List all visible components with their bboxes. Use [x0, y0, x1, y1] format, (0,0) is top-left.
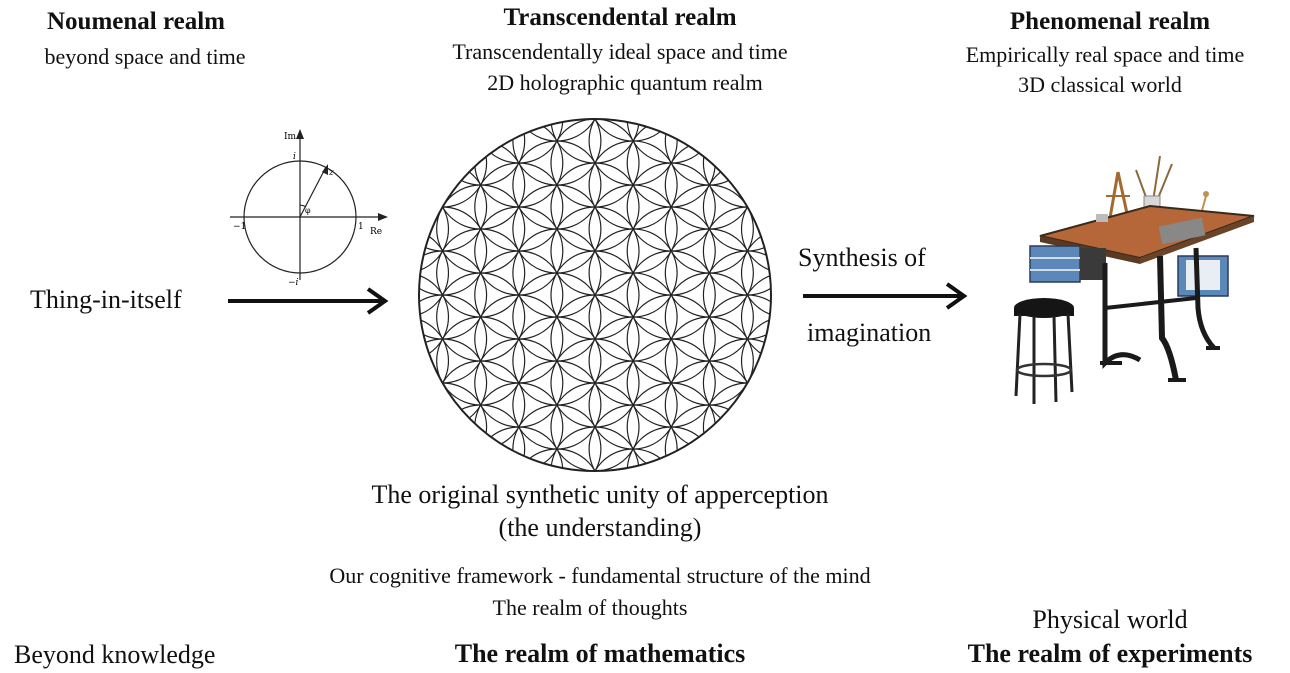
phenomenal-footer-line1: Physical world [1032, 605, 1188, 634]
flower-of-life-diagram [418, 118, 772, 472]
unity-line1: The original synthetic unity of appercep… [371, 480, 829, 509]
flower-circle-90 [740, 360, 771, 450]
flower-circle-85 [740, 140, 771, 230]
z-label: z [328, 168, 334, 178]
synthesis-label-line1: Synthesis of [798, 243, 926, 272]
unit-circle-diagram: Im Re i −i 1 −1 z φ [230, 129, 388, 288]
flower-outer-circle [418, 118, 772, 472]
one-label: 1 [358, 222, 364, 232]
noumenal-subtitle: beyond space and time [44, 44, 246, 69]
transcendental-line1: Transcendentally ideal space and time [452, 39, 788, 64]
transcendental-title: Transcendental realm [503, 4, 737, 31]
phenomenal-title: Phenomenal realm [1009, 8, 1211, 35]
flower-circle-78 [702, 119, 771, 208]
flower-circle-1 [419, 184, 450, 274]
drafting-table-illustration [1014, 155, 1255, 404]
arrow-to-transcendental [228, 287, 389, 315]
flower-circle-2 [419, 228, 450, 318]
flower-circle-87 [740, 228, 771, 318]
phenomenal-footer-line2: The realm of experiments [967, 639, 1253, 668]
noumenal-footer: Beyond knowledge [14, 640, 216, 669]
flower-circle-51 [588, 119, 678, 142]
framework-line2: The realm of thoughts [492, 595, 688, 620]
flower-circle-86 [740, 184, 771, 274]
flower-circle-3 [419, 272, 450, 362]
synthesis-label-line2: imagination [807, 318, 932, 347]
arrow-to-phenomenal [803, 282, 968, 310]
im-axis-label: Im [284, 132, 297, 142]
unity-line2: (the understanding) [498, 513, 702, 542]
flower-circle-12 [419, 382, 488, 471]
thing-in-itself-label: Thing-in-itself [30, 285, 182, 314]
framework-line1: Our cognitive framework - fundamental st… [329, 563, 871, 588]
flower-circle-88 [740, 272, 771, 362]
flower-circle-30 [512, 119, 602, 142]
noumenal-title: Noumenal realm [47, 8, 225, 35]
i-label: i [293, 152, 296, 162]
phi-label: φ [305, 206, 311, 215]
flower-circle-89 [740, 316, 771, 406]
neg-one-label: −1 [233, 222, 246, 232]
transcendental-footer: The realm of mathematics [454, 639, 746, 668]
transcendental-line2: 2D holographic quantum realm [487, 70, 763, 95]
neg-i-label: −i [288, 278, 299, 288]
phenomenal-line1: Empirically real space and time [965, 42, 1245, 67]
phenomenal-line2: 3D classical world [1018, 72, 1182, 97]
re-axis-label: Re [370, 227, 382, 237]
flower-circle-5 [419, 360, 450, 450]
flower-circle-6 [419, 119, 488, 208]
flower-circle-84 [702, 382, 771, 471]
flower-circle-4 [419, 316, 450, 406]
